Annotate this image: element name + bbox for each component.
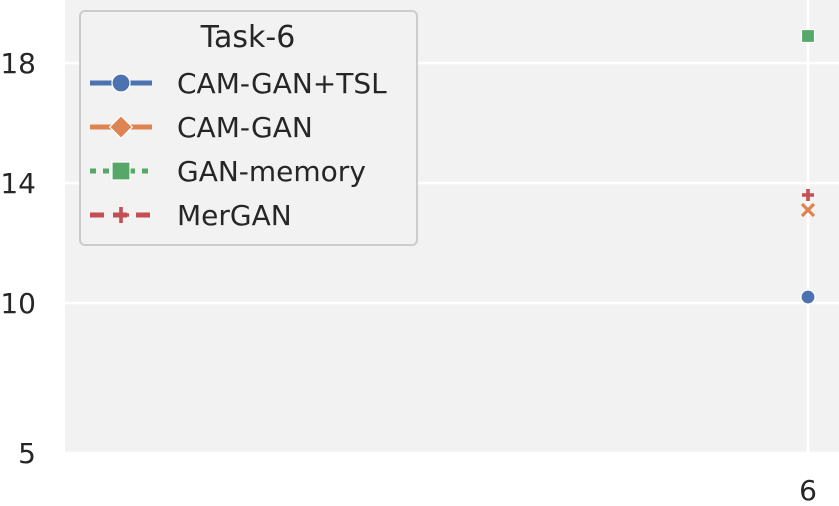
legend-label: GAN-memory bbox=[177, 155, 366, 188]
x-axis-ticks: 6 bbox=[799, 474, 817, 506]
legend-label: MerGAN bbox=[177, 199, 292, 232]
x-tick-label: 6 bbox=[799, 474, 817, 506]
legend-label: CAM-GAN+TSL bbox=[177, 67, 387, 100]
legend-marker bbox=[108, 114, 134, 140]
y-tick-label: 14 bbox=[0, 167, 36, 200]
data-point-mergan bbox=[802, 189, 814, 201]
data-point-cam-gan-tsl bbox=[800, 289, 816, 305]
y-tick-label: 10 bbox=[0, 287, 36, 320]
legend-marker bbox=[111, 73, 131, 93]
y-axis-ticks: 5 10 14 18 bbox=[0, 47, 36, 470]
y-tick-label: 5 bbox=[18, 437, 36, 470]
data-points bbox=[800, 28, 816, 305]
legend-marker bbox=[113, 207, 129, 223]
legend-title: Task-6 bbox=[200, 20, 296, 55]
marker-stroke bbox=[113, 207, 129, 223]
marker-stroke bbox=[802, 189, 814, 201]
marker-stroke bbox=[800, 202, 816, 218]
data-point-cam-gan bbox=[800, 202, 816, 218]
data-point-gan-memory bbox=[800, 28, 816, 44]
legend: Task-6 CAM-GAN+TSL CAM-GAN GAN-memoryMerGA… bbox=[79, 10, 418, 246]
legend-box bbox=[79, 10, 418, 246]
legend-label: CAM-GAN bbox=[177, 111, 313, 144]
legend-marker bbox=[111, 161, 131, 181]
y-tick-label: 18 bbox=[0, 47, 36, 80]
